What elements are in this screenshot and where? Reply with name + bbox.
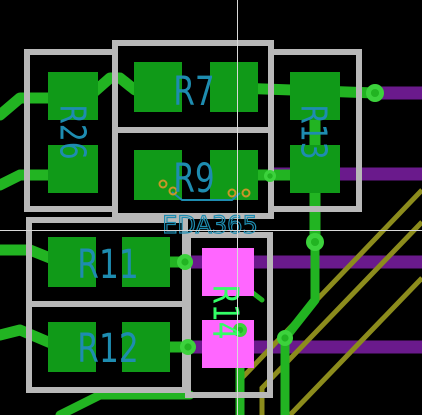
via-hole (267, 173, 273, 179)
diagonal-trace[interactable] (288, 276, 422, 415)
pad-r12-2[interactable] (122, 322, 170, 372)
refdes-r13[interactable]: R13 (293, 104, 335, 159)
drill-dot (227, 188, 237, 198)
pads (48, 62, 340, 372)
pad-r9-1[interactable] (134, 150, 182, 200)
via-icon[interactable] (233, 323, 247, 337)
pad-r12-1[interactable] (48, 322, 96, 372)
via-hole (370, 88, 380, 98)
via-icon[interactable] (177, 254, 193, 270)
via-hole (281, 334, 289, 342)
pad-r9-2[interactable] (210, 150, 258, 200)
via-icon[interactable] (180, 339, 196, 355)
drill-dot (241, 188, 251, 198)
via-hole (181, 258, 189, 266)
reference-designators: R7 R9 R26 R13 R11 R12 R14 (52, 69, 335, 372)
via-icon[interactable] (306, 233, 324, 251)
via-hole (236, 326, 244, 334)
refdes-r9[interactable]: R9 (173, 156, 215, 202)
via-icon[interactable] (277, 330, 293, 346)
pad-r26-1[interactable] (48, 72, 98, 120)
via-icon[interactable] (264, 170, 276, 182)
drill-dots (158, 179, 251, 198)
watermark-text: EDA365 (162, 211, 257, 239)
top-trace[interactable] (55, 390, 195, 415)
vias (177, 84, 384, 355)
refdes-r12[interactable]: R12 (77, 326, 138, 372)
pad-r26-2[interactable] (48, 145, 98, 193)
drill-dot (168, 186, 178, 196)
via-icon[interactable] (366, 84, 384, 102)
drill-dot (158, 179, 168, 189)
refdes-r26[interactable]: R26 (52, 104, 94, 159)
top-trace[interactable] (280, 237, 320, 343)
refdes-r14[interactable]: R14 (205, 284, 247, 339)
via-hole (184, 343, 192, 351)
courtyard-r14[interactable] (185, 232, 273, 398)
silk-outline (171, 191, 241, 201)
refdes-r7[interactable]: R7 (173, 69, 215, 115)
via-hole (310, 237, 320, 247)
pad-r13-1[interactable] (290, 72, 340, 120)
top-trace[interactable] (0, 324, 66, 353)
pad-r13-2[interactable] (290, 145, 340, 193)
diagonal-trace[interactable] (259, 220, 422, 415)
pad-r7-2[interactable] (210, 62, 258, 112)
courtyards (24, 40, 362, 398)
courtyard-r13[interactable] (268, 49, 362, 212)
refdes-r11[interactable]: R11 (77, 242, 138, 288)
pad-r11-1[interactable] (48, 237, 96, 287)
pad-r11-2[interactable] (122, 237, 170, 287)
pad-r14-1[interactable] (202, 248, 254, 296)
pad-r7-1[interactable] (134, 62, 182, 112)
silkscreen-marks (171, 191, 241, 201)
